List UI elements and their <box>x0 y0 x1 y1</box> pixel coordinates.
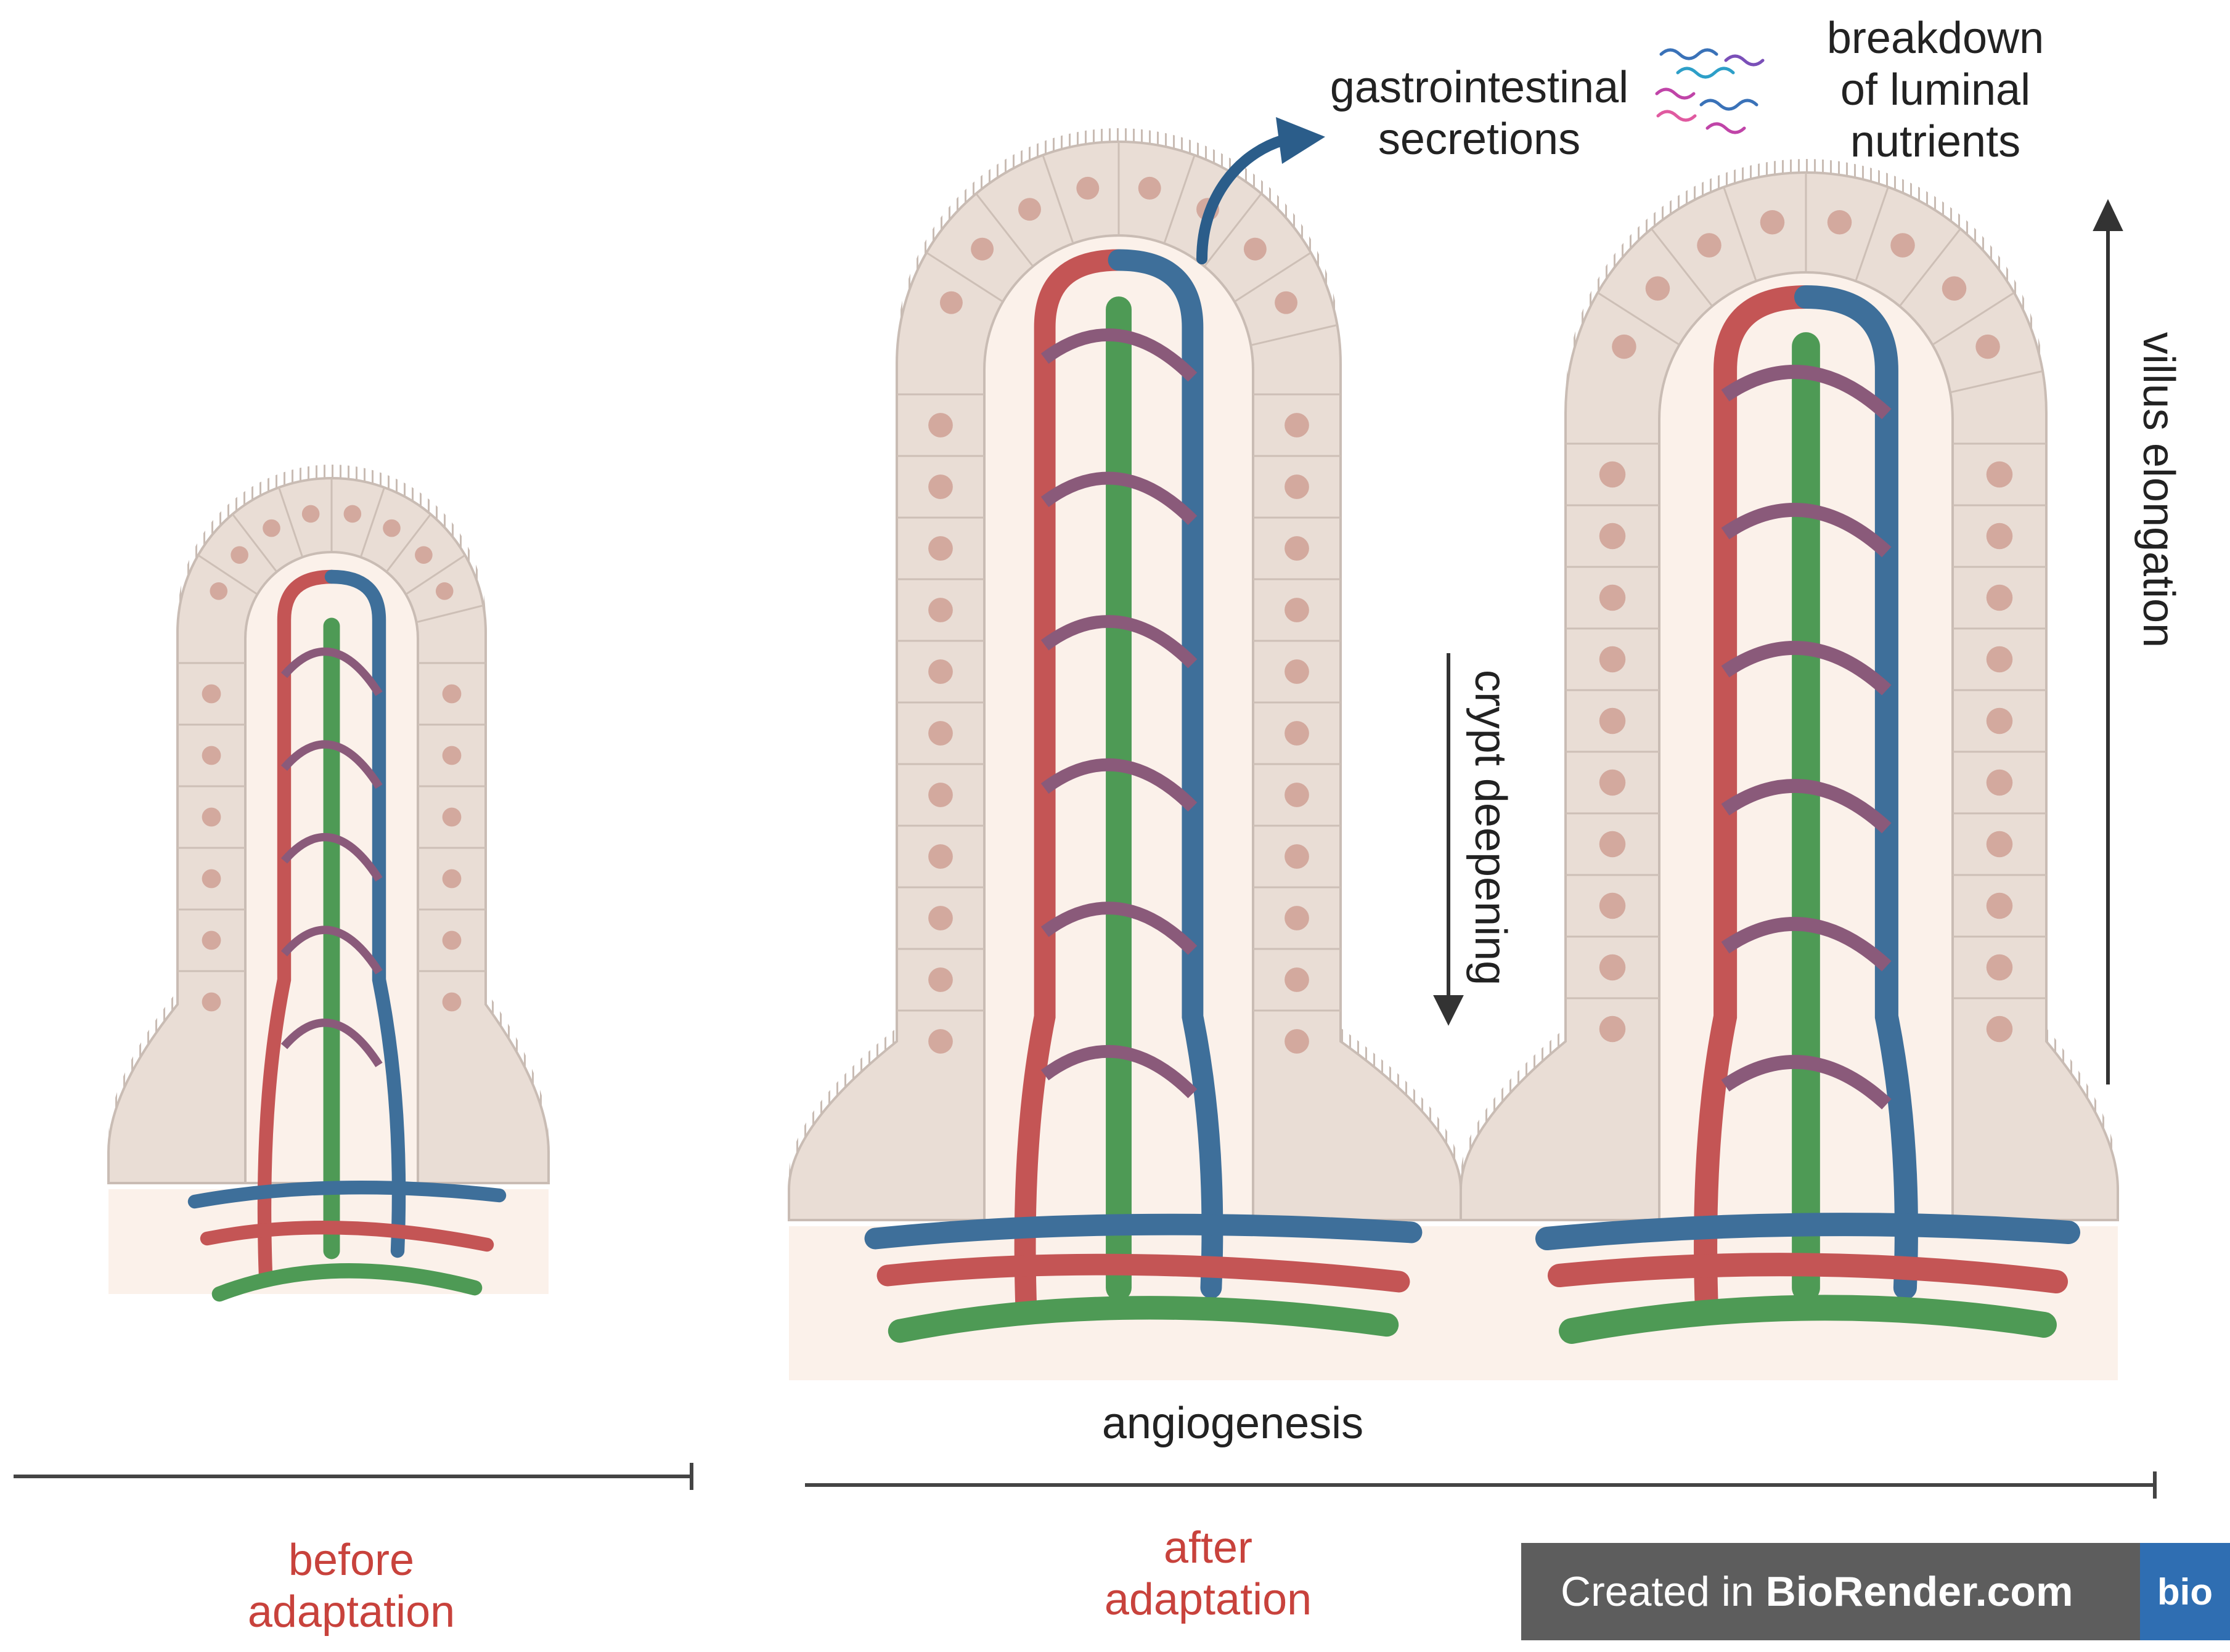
biorender-badge[interactable]: Created in BioRender.com bio <box>1521 1543 2230 1640</box>
before-scale-bar <box>14 1463 693 1490</box>
breakdown-line-3: nutrients <box>1850 117 2021 166</box>
after-adaptation-label: after adaptation <box>1060 1522 1356 1626</box>
villus-after-1 <box>788 128 1462 1380</box>
curved-arrow-icon <box>1196 117 1325 264</box>
after-line-1: after <box>1163 1523 1253 1573</box>
microbe-squiggles-icon <box>1655 48 1765 134</box>
gi-secretions-line-1: gastrointestinal <box>1329 63 1629 112</box>
before-adaptation-label: before adaptation <box>203 1534 499 1638</box>
crypt-deepening-label: crypt deepening <box>1466 669 1515 986</box>
gi-secretions-line-2: secretions <box>1378 115 1581 164</box>
badge-brand: BioRender.com <box>1765 1568 2073 1615</box>
villus-after-2 <box>1460 159 2119 1380</box>
crypt-deepening-arrow <box>1433 653 1464 1026</box>
badge-text: Created in BioRender.com <box>1521 1568 2140 1616</box>
villus-elongation-arrow <box>2093 199 2123 1084</box>
gi-secretions-label: gastrointestinal secretions <box>1307 62 1652 165</box>
villus-elongation-label: villus elongation <box>2134 332 2183 648</box>
breakdown-label: breakdown of luminal nutrients <box>1800 12 2071 168</box>
before-line-1: before <box>288 1536 415 1585</box>
badge-prefix: Created in <box>1561 1568 1766 1615</box>
breakdown-line-2: of luminal <box>1840 65 2031 115</box>
villus-before <box>107 465 550 1302</box>
breakdown-line-1: breakdown <box>1826 14 2044 63</box>
biorender-logo: bio <box>2140 1543 2230 1640</box>
angiogenesis-label: angiogenesis <box>1101 1399 1364 1448</box>
after-line-2: adaptation <box>1104 1575 1312 1624</box>
before-line-2: adaptation <box>247 1587 455 1637</box>
after-scale-bar <box>805 1471 2157 1499</box>
